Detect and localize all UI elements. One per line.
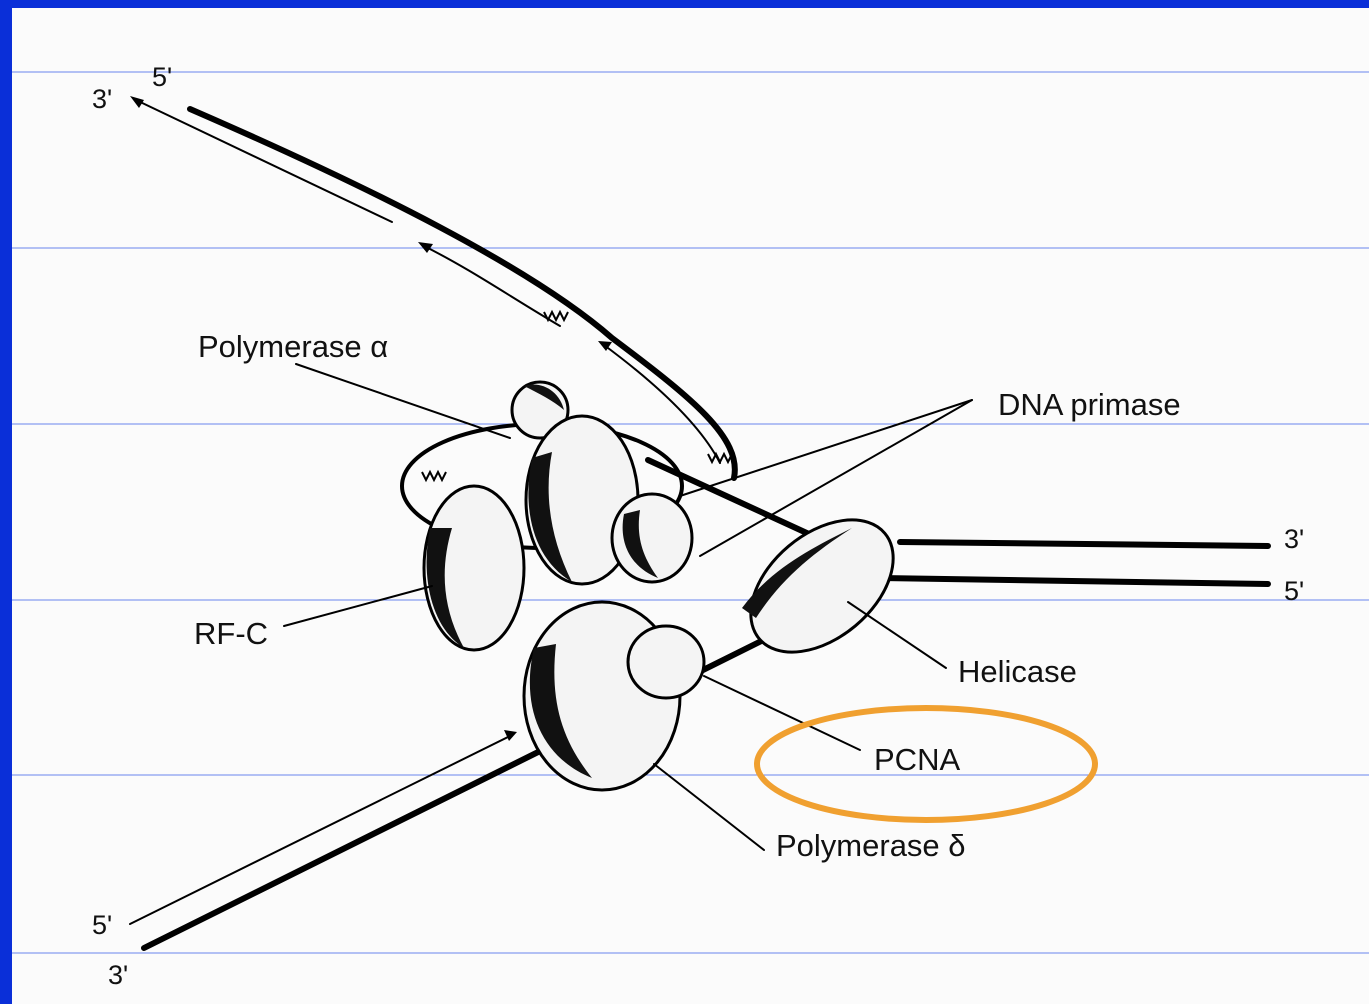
rna-primer-mark xyxy=(422,472,446,480)
leader-rf-c xyxy=(284,586,432,626)
rna-primer-mark xyxy=(544,312,568,320)
label-helicase: Helicase xyxy=(958,654,1077,689)
label-dna-primase: DNA primase xyxy=(998,387,1181,422)
strand-end-label: 5' xyxy=(92,910,112,940)
strand-end-label: 3' xyxy=(1284,524,1304,554)
label-rf-c: RF-C xyxy=(194,616,268,651)
leader-polymerase-delta xyxy=(654,764,764,850)
rna-primer-mark xyxy=(708,454,732,462)
arrowhead xyxy=(504,730,517,741)
helicase-protein xyxy=(726,493,918,678)
label-polymerase-alpha: Polymerase α xyxy=(198,329,388,364)
arrowhead xyxy=(130,96,144,108)
dna-primase-protein xyxy=(612,494,692,582)
label-polymerase-delta: Polymerase δ xyxy=(776,828,966,863)
strand-end-label: 3' xyxy=(108,960,128,990)
strand-end-label: 5' xyxy=(1284,576,1304,606)
strand-end-label: 5' xyxy=(152,62,172,92)
leader-polymerase-alpha xyxy=(296,364,510,438)
leader-dna-primase-1 xyxy=(680,400,972,496)
leader-helicase xyxy=(848,602,946,668)
rf-c-protein xyxy=(424,486,524,650)
slide-canvas: Polymerase α DNA primase RF-C Helicase P… xyxy=(12,8,1369,1004)
replication-fork-diagram: Polymerase α DNA primase RF-C Helicase P… xyxy=(12,8,1369,1004)
okazaki-fragment-1 xyxy=(136,100,392,222)
leading-nascent-strand xyxy=(130,736,510,924)
parental-strand-upper xyxy=(900,542,1268,546)
strand-end-label: 3' xyxy=(92,84,112,114)
leader-pcna xyxy=(704,676,860,750)
parental-strand-lower xyxy=(880,578,1268,584)
pcna-protein xyxy=(628,626,704,698)
label-pcna: PCNA xyxy=(874,742,960,777)
